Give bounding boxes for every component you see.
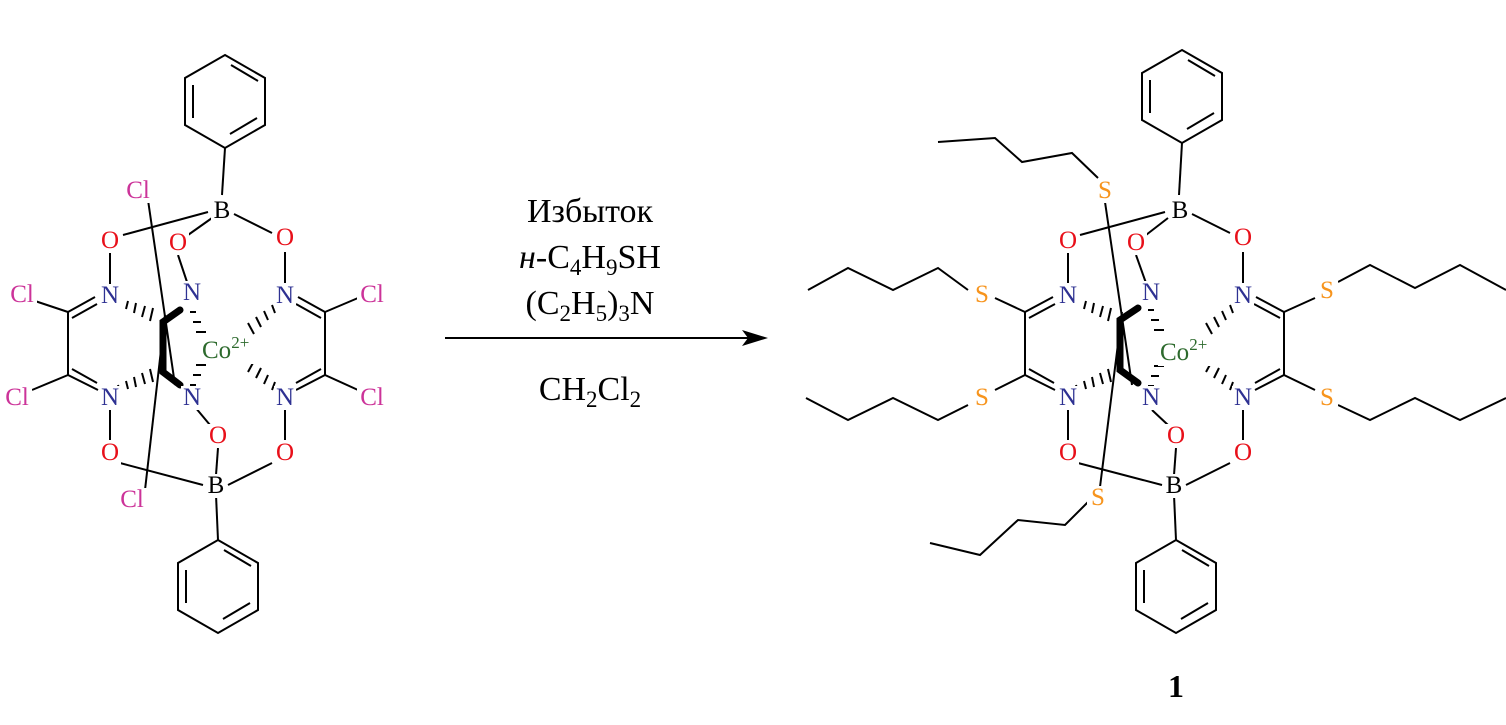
nitrogen-atom: N xyxy=(183,279,201,306)
boron-atom: B xyxy=(1166,472,1183,499)
bottom-phenyl-ring xyxy=(177,494,259,635)
nitrogen-atom: N xyxy=(1059,282,1077,309)
chlorine-atom: Cl xyxy=(120,486,144,513)
condition-butanethiol: н-C4H9SH xyxy=(519,239,661,280)
product-bottom-phenyl-ring xyxy=(1135,494,1217,635)
oxygen-atom: O xyxy=(276,224,294,251)
nitrogen-atom: N xyxy=(1142,279,1160,306)
oxygen-atom: O xyxy=(1234,224,1252,251)
nitrogen-atom: N xyxy=(101,282,119,309)
sulfur-atom: S xyxy=(1320,384,1334,411)
chlorine-atom: Cl xyxy=(126,177,150,204)
oxygen-atom: O xyxy=(276,439,294,466)
nitrogen-atom: N xyxy=(1234,282,1252,309)
product-structure xyxy=(805,48,1506,635)
product-number-label: 1 xyxy=(1168,668,1184,704)
oxygen-atom: O xyxy=(1059,227,1077,254)
sulfur-atom: S xyxy=(1320,277,1334,304)
oxygen-atom: O xyxy=(1167,422,1185,449)
chlorine-atom: Cl xyxy=(5,384,29,411)
sulfur-atom: S xyxy=(975,384,989,411)
oxygen-atom: O xyxy=(1059,439,1077,466)
sulfur-atom: S xyxy=(975,281,989,308)
oxygen-atom: O xyxy=(169,229,187,256)
nitrogen-atom: N xyxy=(276,282,294,309)
oxygen-atom: O xyxy=(1127,229,1145,256)
oxygen-atom: O xyxy=(1234,439,1252,466)
nitrogen-atom: N xyxy=(1234,384,1252,411)
boron-atom: B xyxy=(1172,197,1189,224)
nitrogen-atom: N xyxy=(276,384,294,411)
chlorine-atom: Cl xyxy=(10,281,34,308)
top-phenyl-ring xyxy=(184,53,266,196)
product-top-phenyl-ring xyxy=(1141,48,1223,196)
chlorine-atom: Cl xyxy=(360,281,384,308)
boron-atom: B xyxy=(214,197,231,224)
nitrogen-atom: N xyxy=(101,384,119,411)
sulfur-atom: S xyxy=(1098,177,1112,204)
condition-solvent: CH2Cl2 xyxy=(539,371,641,412)
oxygen-atom: O xyxy=(209,422,227,449)
sulfur-atom: S xyxy=(1091,484,1105,511)
nitrogen-atom: N xyxy=(183,384,201,411)
nitrogen-atom: N xyxy=(1142,384,1160,411)
condition-excess: Избыток xyxy=(527,193,654,230)
nitrogen-atom: N xyxy=(1059,384,1077,411)
oxygen-atom: O xyxy=(101,227,119,254)
butyl-chains xyxy=(805,136,1506,557)
boron-atom: B xyxy=(208,472,225,499)
chlorine-atom: Cl xyxy=(360,384,384,411)
cobalt-ion: Co2+ xyxy=(1160,335,1207,366)
reaction-arrow xyxy=(445,330,768,346)
condition-triethylamine: (C2H5)3N xyxy=(526,285,655,326)
cobalt-ion: Co2+ xyxy=(202,333,249,364)
oxygen-atom: O xyxy=(101,439,119,466)
reactant-structure xyxy=(31,53,359,635)
